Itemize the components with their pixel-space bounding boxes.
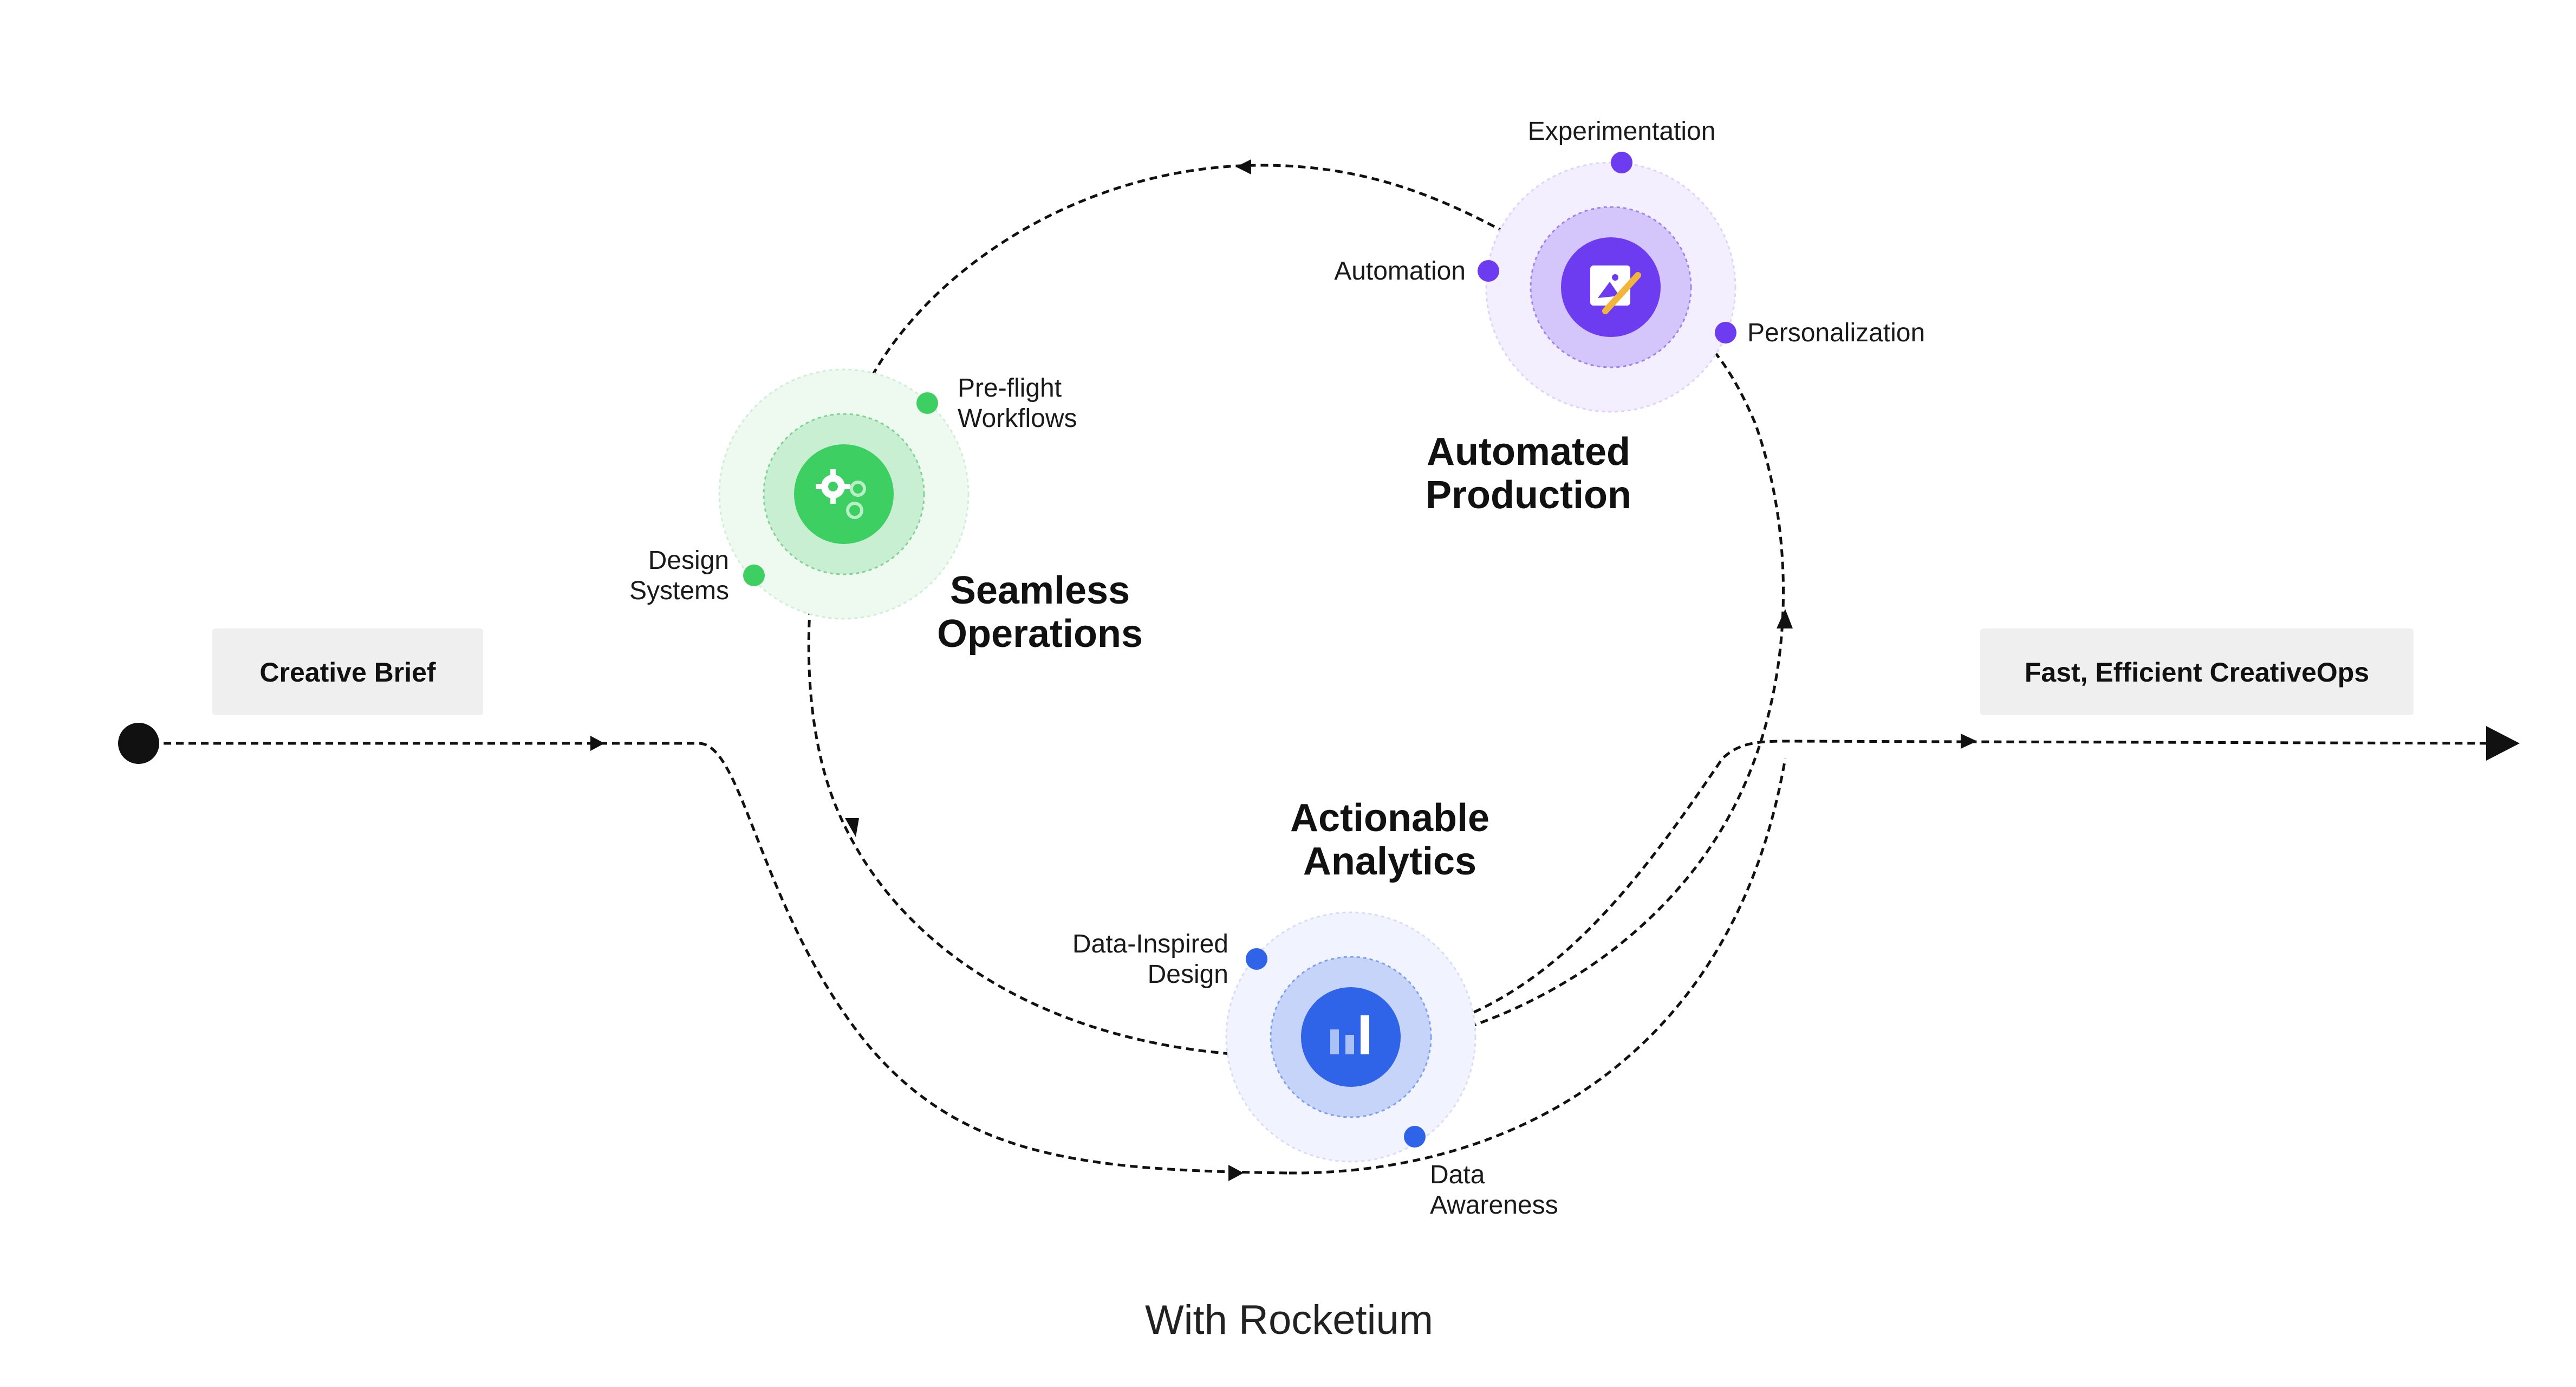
arrow-left-down bbox=[845, 818, 859, 837]
end-box-label: Fast, Efficient CreativeOps bbox=[2025, 657, 2369, 688]
actionable-analytics-title-line1: Actionable bbox=[1290, 796, 1489, 840]
data-inspired-dot bbox=[1246, 948, 1267, 970]
arrow-input bbox=[590, 736, 604, 751]
actionable-analytics-node: Data-Inspired Design Data Awareness Acti… bbox=[1072, 796, 1558, 1220]
preflight-label-line2: Workflows bbox=[958, 404, 1077, 433]
design-systems-label-line1: Design bbox=[648, 546, 729, 575]
bar-chart-icon bbox=[1330, 1015, 1369, 1054]
personalization-label: Personalization bbox=[1747, 319, 1925, 347]
arrow-bottom bbox=[1228, 1165, 1244, 1181]
start-dot bbox=[118, 723, 159, 764]
input-flow-line bbox=[139, 742, 1290, 1175]
arrow-end bbox=[2486, 726, 2520, 761]
image-edit-icon bbox=[1590, 265, 1641, 314]
seamless-operations-title-line1: Seamless bbox=[950, 569, 1130, 612]
data-awareness-dot bbox=[1404, 1126, 1426, 1148]
experimentation-dot bbox=[1611, 152, 1632, 173]
actionable-analytics-title-line2: Analytics bbox=[1303, 840, 1476, 883]
seamless-operations-title-line2: Operations bbox=[937, 612, 1143, 656]
data-awareness-label-line1: Data bbox=[1430, 1161, 1485, 1189]
seamless-operations-node: Pre-flight Workflows Design Systems Seam… bbox=[629, 368, 1143, 656]
output-flow-line bbox=[1402, 740, 2492, 1036]
automated-production-title-line2: Production bbox=[1426, 474, 1631, 517]
experimentation-label: Experimentation bbox=[1528, 117, 1716, 146]
data-inspired-label-line2: Design bbox=[1148, 960, 1228, 989]
arrow-output bbox=[1961, 734, 1977, 749]
preflight-dot bbox=[916, 392, 938, 414]
arrow-top bbox=[1236, 159, 1251, 174]
end-box: Fast, Efficient CreativeOps bbox=[1980, 628, 2414, 715]
start-box: Creative Brief bbox=[212, 628, 483, 715]
footer-caption: With Rocketium bbox=[1145, 1297, 1433, 1343]
start-box-label: Creative Brief bbox=[259, 657, 435, 688]
design-systems-dot bbox=[743, 565, 765, 586]
automation-dot bbox=[1478, 260, 1499, 282]
outer-loop-line bbox=[1289, 758, 1787, 1175]
preflight-label-line1: Pre-flight bbox=[958, 374, 1062, 403]
automation-label: Automation bbox=[1334, 257, 1466, 286]
design-systems-label-line2: Systems bbox=[629, 576, 729, 605]
gears-icon bbox=[816, 469, 866, 519]
arrowheads bbox=[590, 159, 2520, 1181]
automated-production-node: Experimentation Automation Personalizati… bbox=[1334, 117, 1925, 517]
arrow-right-up bbox=[1777, 609, 1793, 628]
data-awareness-label-line2: Awareness bbox=[1430, 1191, 1558, 1220]
personalization-dot bbox=[1715, 322, 1736, 343]
data-inspired-label-line1: Data-Inspired bbox=[1072, 930, 1228, 958]
automated-production-title-line1: Automated bbox=[1427, 430, 1630, 474]
